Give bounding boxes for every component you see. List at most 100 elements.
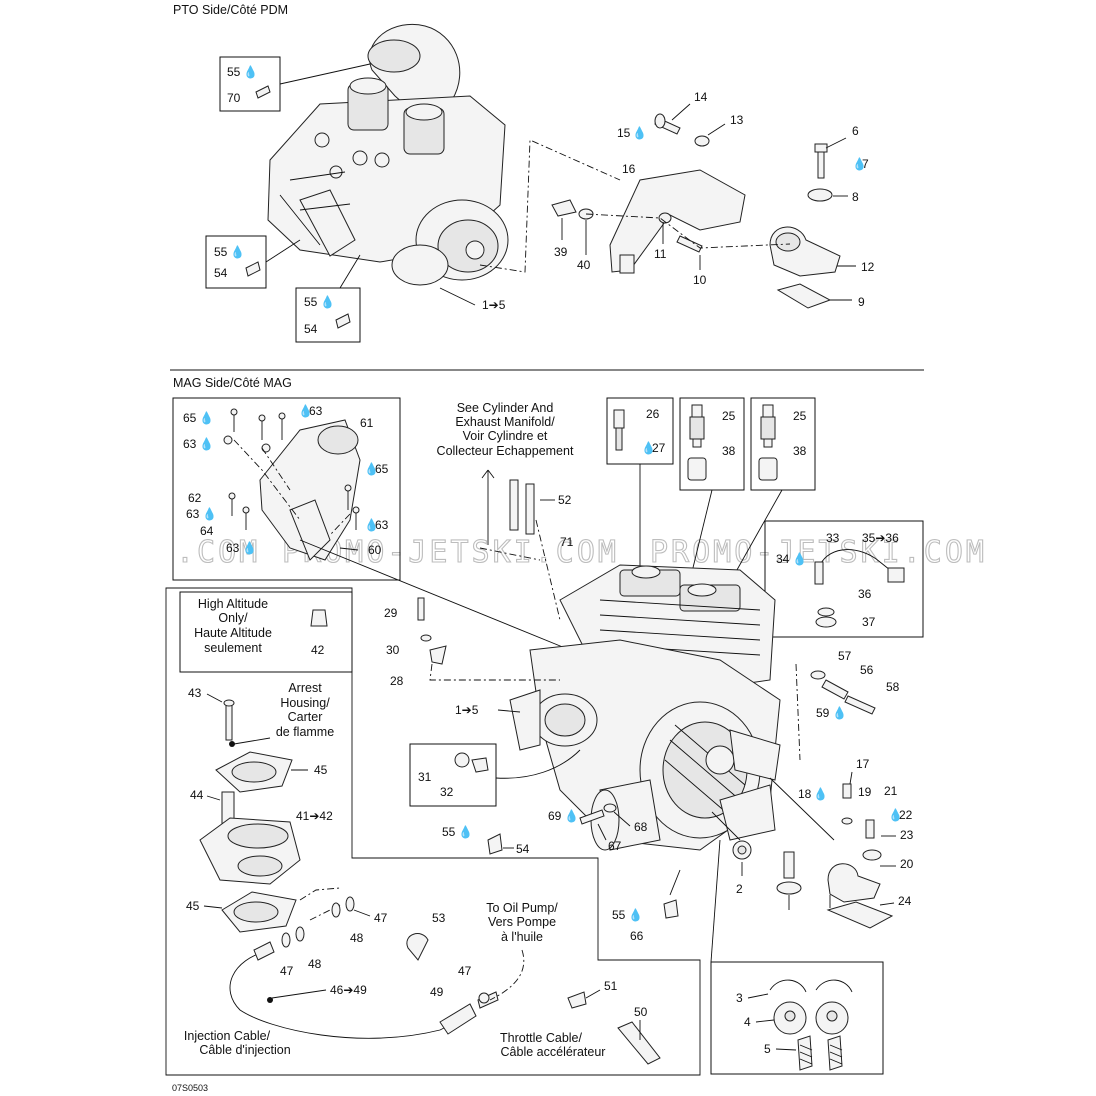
callout-c47c: 47 <box>458 964 472 978</box>
injection-cable-group: 46➔49 47 48 47 48 53 47 49 Injection Cab… <box>184 896 499 1057</box>
pto-engine-assembly <box>267 23 509 286</box>
callout-c25b: 25 <box>793 409 807 423</box>
callout-box-55-70: 55 💧 70 <box>219 56 371 112</box>
callout-c59: 59 <box>816 706 830 720</box>
callout-c56: 56 <box>860 663 874 677</box>
callout-c37: 37 <box>862 615 876 629</box>
svg-text:seulement: seulement <box>204 641 262 655</box>
sensor-box-26-27: 26 💧27 <box>606 397 674 570</box>
callout-16: 16 <box>622 162 636 176</box>
oil-drop-icon: 💧 <box>202 507 217 521</box>
oil-drop-icon: 💧 <box>320 295 335 309</box>
flame-arrester-frame <box>165 587 701 1076</box>
oil-drop-icon: 💧 <box>564 809 579 823</box>
svg-text:Collecteur Echappement: Collecteur Echappement <box>437 444 574 458</box>
watermark-left-fragment: .COM <box>176 535 260 570</box>
oil-drop-icon: 💧 <box>852 157 867 171</box>
oil-drop-icon: 💧 <box>230 245 245 259</box>
high-altitude-box: High Altitude Only/ Haute Altitude seule… <box>179 591 353 673</box>
callout-c45a: 45 <box>314 763 328 777</box>
callout-c32: 32 <box>440 785 454 799</box>
callout-c55c: 55 <box>304 295 318 309</box>
callout-c71: 71 <box>560 535 574 549</box>
callout-11: 11 <box>654 247 667 261</box>
callout-6: 6 <box>852 124 859 138</box>
callout-c50: 50 <box>634 1005 648 1019</box>
callout-c49: 49 <box>430 985 444 999</box>
svg-text:Câble accélérateur: Câble accélérateur <box>501 1045 606 1059</box>
callout-c45b: 45 <box>186 899 200 913</box>
parts-28-30: 29 30 28 <box>384 597 560 688</box>
callout-12: 12 <box>861 260 875 274</box>
callout-c57: 57 <box>838 649 852 663</box>
callout-c28: 28 <box>390 674 404 688</box>
spark-plug-box-a: 25 38 <box>679 397 745 581</box>
callout-c54a: 54 <box>214 266 228 280</box>
oil-drop-icon: 💧 <box>832 706 847 720</box>
oil-drop-icon: 💧 <box>458 825 473 839</box>
callout-15: 15 <box>617 126 631 140</box>
callout-c44: 44 <box>190 788 204 802</box>
pto-mount-bracket-group: 14 15 💧 13 16 6 💧 7 8 39 40 11 10 12 9 <box>479 90 875 309</box>
oil-drop-icon: 💧 <box>199 437 214 451</box>
callout-c33: 33 <box>826 531 840 545</box>
callout-c42a: 42 <box>311 643 325 657</box>
svg-text:Haute Altitude: Haute Altitude <box>194 626 272 640</box>
callout-c60: 60 <box>368 543 382 557</box>
callout-c27: 27 <box>652 441 666 455</box>
callout-c65a: 65 <box>183 411 197 425</box>
oil-drop-icon: 💧 <box>792 552 807 566</box>
callout-c63a: 63 <box>309 404 323 418</box>
svg-text:Throttle Cable/: Throttle Cable/ <box>500 1031 583 1045</box>
rotary-valve-box: 3 4 5 <box>710 839 884 1075</box>
flame-arrester-stack: 43 Arrest Housing/ Carter de flamme 45 4… <box>186 681 341 933</box>
see-cylinder-note: See Cylinder And Exhaust Manifold/ Voir … <box>437 401 574 545</box>
callout-c51: 51 <box>604 979 618 993</box>
svg-text:Vers Pompe: Vers Pompe <box>488 915 556 929</box>
callout-c55d: 55 <box>442 825 456 839</box>
callout-c2: 2 <box>736 882 743 896</box>
oil-drop-icon: 💧 <box>243 65 258 79</box>
callout-1-5-mag-leader <box>497 709 521 713</box>
parts-56-59: 57 56 58 59💧 <box>795 649 900 761</box>
callout-c54b: 54 <box>304 322 318 336</box>
oil-drop-icon: 💧 <box>364 518 379 532</box>
callout-c47a: 47 <box>374 911 388 925</box>
callout-c19: 19 <box>858 785 872 799</box>
callout-box-55-54-b: 55 💧 54 <box>295 254 361 343</box>
callout-c43: 43 <box>188 686 202 700</box>
callout-c54c: 54 <box>516 842 530 856</box>
oil-drop-icon: 💧 <box>242 541 257 555</box>
parts-67-69: 69💧 68 67 <box>548 803 648 853</box>
callout-c30: 30 <box>386 643 400 657</box>
callout-c63b: 63 <box>183 437 197 451</box>
callout-c17: 17 <box>856 757 870 771</box>
callout-c29: 29 <box>384 606 398 620</box>
callout-c55e: 55 <box>612 908 626 922</box>
callout-14: 14 <box>694 90 708 104</box>
callout-c1to5a: 1➔5 <box>482 298 506 312</box>
svg-text:See Cylinder And: See Cylinder And <box>457 401 554 415</box>
callout-10: 10 <box>693 273 707 287</box>
oil-drop-icon: 💧 <box>632 126 647 140</box>
callout-c36: 36 <box>858 587 872 601</box>
studs-52-71: 52 71 <box>479 479 574 621</box>
svg-text:à l'huile: à l'huile <box>501 930 543 944</box>
callout-c38a: 38 <box>722 444 736 458</box>
callout-c20: 20 <box>900 857 914 871</box>
mag-side-title: MAG Side/Côté MAG <box>173 376 292 390</box>
oil-drop-icon: 💧 <box>364 462 379 476</box>
callout-9: 9 <box>858 295 865 309</box>
callout-c25a: 25 <box>722 409 736 423</box>
callout-c64: 64 <box>200 524 214 538</box>
callout-c18: 18 <box>798 787 812 801</box>
svg-text:Housing/: Housing/ <box>280 696 330 710</box>
oil-drop-icon: 💧 <box>628 908 643 922</box>
oil-drop-icon: 💧 <box>641 441 656 455</box>
pto-side-title: PTO Side/Côté PDM <box>173 3 288 17</box>
callout-c69: 69 <box>548 809 562 823</box>
exhaust-manifold-box: 65💧 💧63 61 63💧 💧65 62 63💧 64 💧63 63💧 60 <box>172 397 401 581</box>
svg-text:Exhaust Manifold/: Exhaust Manifold/ <box>455 415 555 429</box>
callout-c24: 24 <box>898 894 912 908</box>
